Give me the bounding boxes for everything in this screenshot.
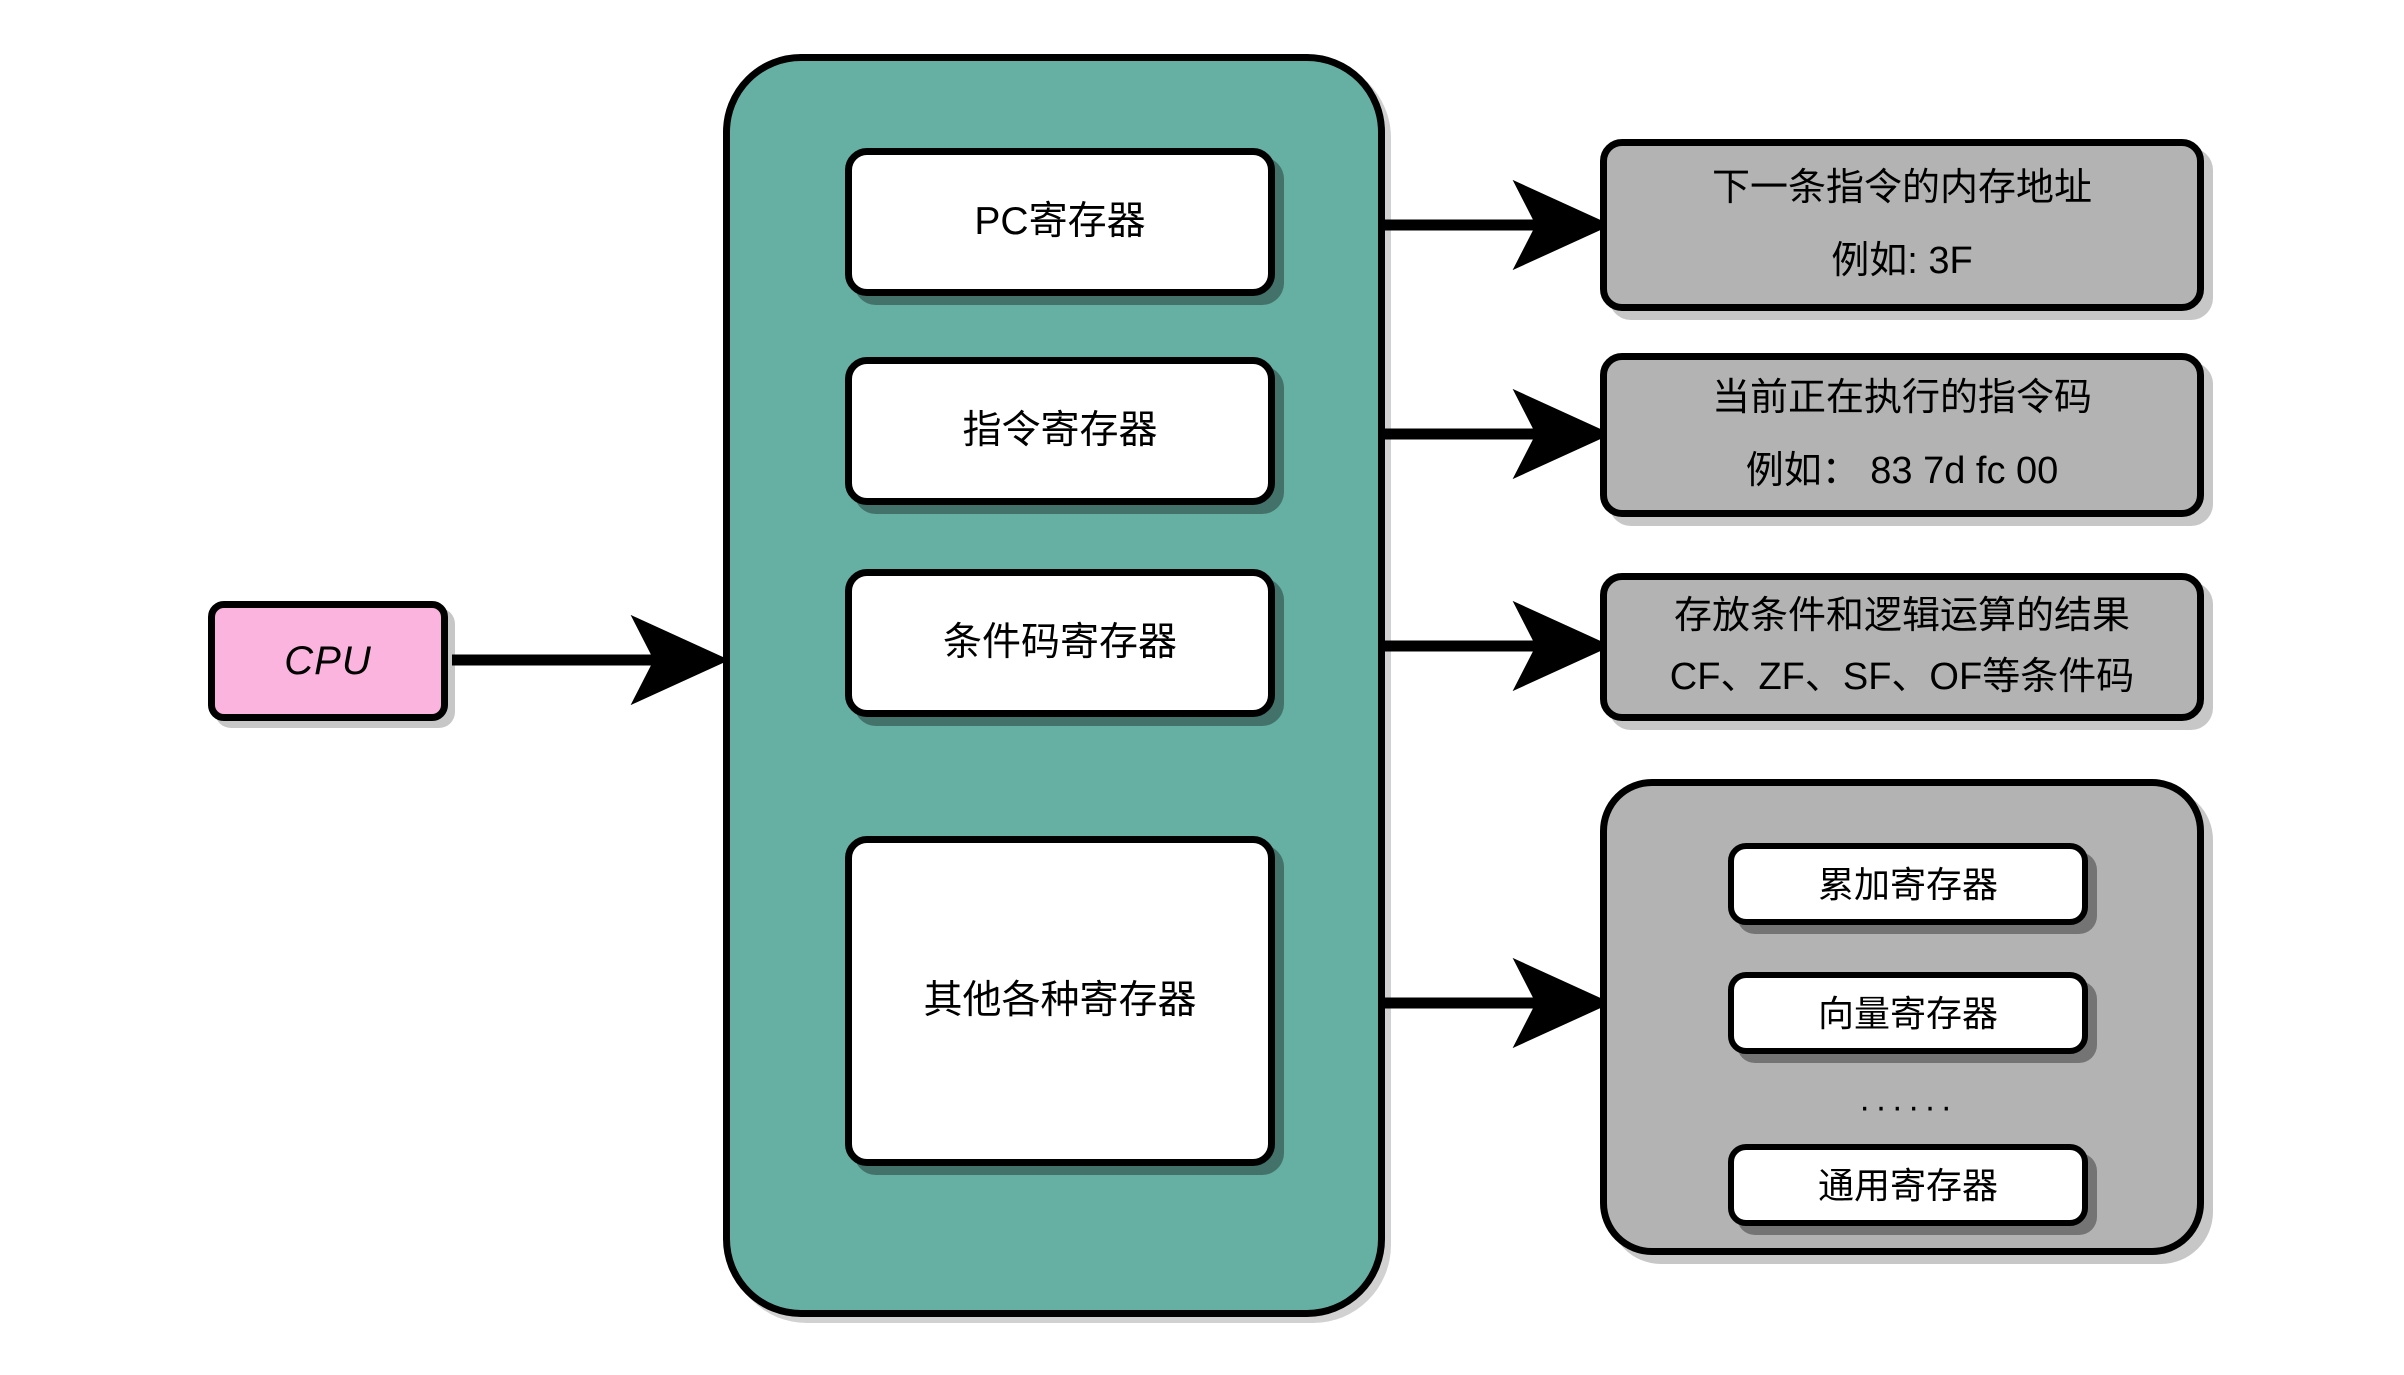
register-label: 指令寄存器 xyxy=(962,408,1158,452)
register-label: 条件码寄存器 xyxy=(942,620,1177,664)
sub-register-label: 通用寄存器 xyxy=(1817,1164,1998,1206)
register-label: 其他各种寄存器 xyxy=(923,978,1197,1022)
description-line-2: CF、ZF、SF、OF等条件码 xyxy=(1669,656,2135,698)
register-box-condition-code[interactable]: 条件码寄存器 xyxy=(845,569,1275,717)
description-box-pc: 下一条指令的内存地址 例如: 3F xyxy=(1600,139,2204,311)
register-label: PC寄存器 xyxy=(974,199,1146,243)
description-line-2: 例如: 3F xyxy=(1831,240,1973,282)
description-line-2: 例如： 83 7d fc 00 xyxy=(1745,450,2059,492)
cpu-label: CPU xyxy=(284,639,372,683)
sub-register-label: 累加寄存器 xyxy=(1817,863,1998,905)
description-box-instruction: 当前正在执行的指令码 例如： 83 7d fc 00 xyxy=(1600,353,2204,517)
description-line-1: 当前正在执行的指令码 xyxy=(1711,376,2092,419)
cpu-box[interactable]: CPU xyxy=(208,601,448,721)
sub-register-vector[interactable]: 向量寄存器 xyxy=(1728,972,2088,1054)
register-box-instruction[interactable]: 指令寄存器 xyxy=(845,357,1275,505)
sub-register-label: 向量寄存器 xyxy=(1817,992,1998,1034)
sub-register-general-purpose[interactable]: 通用寄存器 xyxy=(1728,1144,2088,1226)
register-box-pc[interactable]: PC寄存器 xyxy=(845,148,1275,296)
ellipsis-more-registers: ······ xyxy=(1859,1088,1957,1126)
sub-register-accumulator[interactable]: 累加寄存器 xyxy=(1728,843,2088,925)
description-line-1: 下一条指令的内存地址 xyxy=(1711,166,2092,209)
register-box-other[interactable]: 其他各种寄存器 xyxy=(845,836,1275,1166)
description-box-condition-code: 存放条件和逻辑运算的结果 CF、ZF、SF、OF等条件码 xyxy=(1600,573,2204,721)
description-line-1: 存放条件和逻辑运算的结果 xyxy=(1673,594,2130,637)
